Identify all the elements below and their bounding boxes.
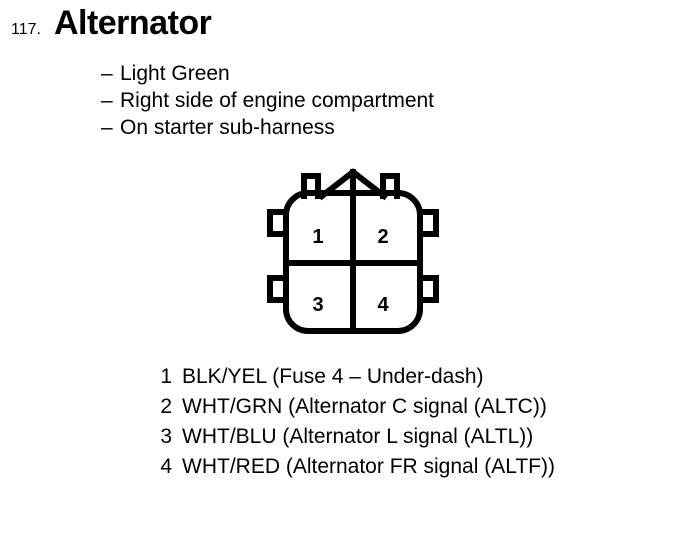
attribute-label: Light Green <box>120 62 230 85</box>
dash-bullet-icon: – <box>101 89 113 112</box>
side-notch-right-lower <box>417 275 439 303</box>
legend-row: 2 WHT/GRN (Alternator C signal (ALTC)) <box>155 392 655 422</box>
connector-diagram: 1 2 3 4 <box>258 168 443 338</box>
legend-row: 4 WHT/RED (Alternator FR signal (ALTF)) <box>155 452 655 482</box>
pin-legend: 1 BLK/YEL (Fuse 4 – Under-dash) 2 WHT/GR… <box>155 362 655 482</box>
legend-pin-number: 2 <box>160 395 172 418</box>
attribute-label: On starter sub-harness <box>120 116 335 139</box>
connector-pin-1: 1 <box>312 226 324 248</box>
top-tab-right <box>380 173 400 199</box>
side-notch-left-lower <box>267 275 289 303</box>
list-item: – Light Green <box>101 60 621 87</box>
connector-pin-4: 4 <box>377 294 389 316</box>
legend-pin-number: 3 <box>160 425 172 448</box>
dash-bullet-icon: – <box>101 62 113 85</box>
legend-row: 3 WHT/BLU (Alternator L signal (ALTL)) <box>155 422 655 452</box>
legend-row: 1 BLK/YEL (Fuse 4 – Under-dash) <box>155 362 655 392</box>
title-text: Alternator <box>53 4 212 42</box>
legend-pin-description: WHT/GRN (Alternator C signal (ALTC)) <box>182 395 547 418</box>
legend-pin-number: 1 <box>160 365 172 388</box>
legend-pin-description: WHT/BLU (Alternator L signal (ALTL)) <box>182 425 534 448</box>
side-notch-right-upper <box>417 209 439 237</box>
attributes-list: – Light Green – Right side of engine com… <box>101 60 621 141</box>
dash-bullet-icon: – <box>101 116 113 139</box>
page-title: 117. Alternator <box>11 4 212 42</box>
connector-pin-2: 2 <box>377 226 389 248</box>
legend-pin-number: 4 <box>160 455 172 478</box>
list-item: – Right side of engine compartment <box>101 87 621 114</box>
top-tab-left <box>301 173 321 199</box>
connector-pin-3: 3 <box>312 294 324 316</box>
title-number: 117. <box>11 21 41 38</box>
attribute-label: Right side of engine compartment <box>120 89 435 112</box>
side-notch-left-upper <box>267 209 289 237</box>
list-item: – On starter sub-harness <box>101 114 621 141</box>
legend-pin-description: BLK/YEL (Fuse 4 – Under-dash) <box>182 365 484 388</box>
legend-pin-description: WHT/RED (Alternator FR signal (ALTF)) <box>182 455 555 478</box>
connector-outline-icon <box>267 168 439 334</box>
